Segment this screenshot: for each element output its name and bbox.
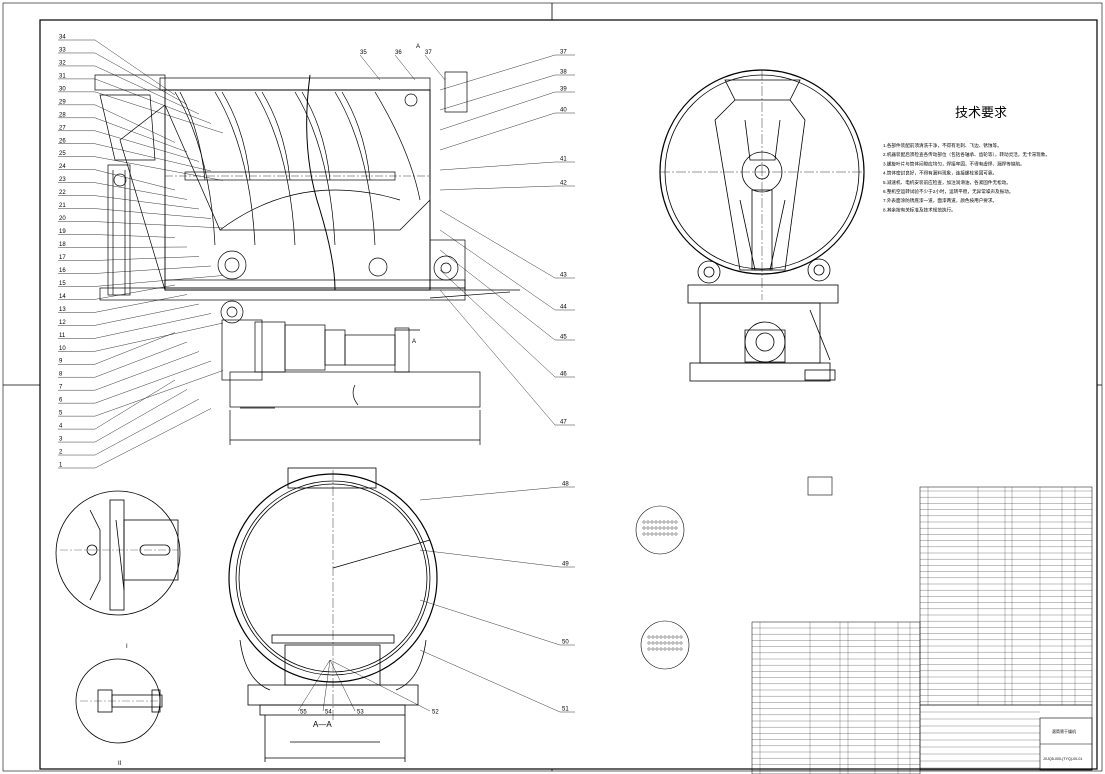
section-a-a (228, 467, 438, 762)
part-number-label: 1 (59, 463, 63, 469)
drawing-number: JXJQ5-000-(TYQ)-00-01 (1043, 757, 1082, 761)
detail-view-1 (55, 490, 181, 616)
part-number-label: 54 (325, 710, 332, 716)
drawing-name: 滚筒筛干燥机 (1052, 728, 1076, 734)
bottom-leaders (297, 486, 575, 713)
part-number-label: 44 (560, 305, 567, 311)
part-number-label: 25 (59, 151, 66, 157)
tech-requirements-list: 1.各部件装配前须清洗干净，不得有毛刺、飞边、锈蚀等。 2.机器装配后须检查各传动… (883, 142, 1050, 213)
part-number-label: 10 (59, 346, 66, 352)
part-number-label: 3 (59, 437, 63, 443)
part-number-label: 13 (59, 307, 66, 313)
part-number-label: 46 (560, 372, 567, 378)
part-number-label: 52 (432, 710, 439, 716)
tech-note-line: 8.其余按有关标准及技术规范执行。 (883, 206, 956, 213)
part-number-label: 4 (59, 424, 63, 430)
part-number-label: 34 (59, 35, 66, 41)
front-view (94, 71, 520, 445)
section-marker-top: A (416, 44, 420, 50)
part-number-label: 48 (562, 482, 569, 488)
hole-dots (642, 520, 683, 651)
part-number-label: 27 (59, 125, 66, 131)
part-number-label: 43 (560, 273, 567, 279)
part-number-label: 20 (59, 216, 66, 222)
centering-marks (3, 3, 1102, 771)
part-number-label: 19 (59, 229, 66, 235)
part-number-label: 29 (59, 99, 66, 105)
part-number-label: 23 (59, 177, 66, 183)
detail-marker-2: II (118, 761, 122, 767)
part-number-label: 45 (560, 335, 567, 341)
part-number-label: 7 (59, 385, 63, 391)
part-number-label: 18 (59, 242, 66, 248)
part-number-label: 28 (59, 112, 66, 118)
detail-marker-1: I (126, 644, 128, 650)
right-leaders (439, 54, 575, 426)
part-number-label: 9 (59, 359, 63, 365)
part-number-label: 35 (360, 50, 367, 56)
tech-note-line: 2.机器装配后须检查各传动部位（包括各轴承、齿轮等），转动灵活，无卡滞现象。 (883, 151, 1050, 158)
part-number-label: 12 (59, 320, 66, 326)
tech-note-line: 6.整机空运转试验不少于2小时，运转平稳，无异常噪声及振动。 (883, 188, 1013, 195)
part-number-label: 51 (562, 707, 569, 713)
part-number-label: 38 (560, 70, 567, 76)
tech-requirements-title: 技术要求 (955, 106, 1007, 121)
part-number-label: 39 (560, 87, 567, 93)
side-view (659, 69, 865, 382)
part-number-label: 53 (357, 710, 364, 716)
tech-note-line: 5.减速机、电机安装前应检查，加注润滑油，各紧固件无松动。 (883, 179, 1011, 186)
tech-note-line: 7.外表面涂防锈底漆一道，面漆两道，颜色按用户要求。 (883, 197, 997, 204)
top-leaders (359, 54, 446, 81)
part-number-label: 49 (562, 562, 569, 568)
tech-note-line: 4.筒体密封良好，不得有漏料现象，连接螺栓紧固可靠。 (883, 170, 997, 177)
part-number-label: 40 (560, 108, 567, 114)
part-number-label: 50 (562, 640, 569, 646)
part-number-label: 47 (560, 420, 567, 426)
part-number-label: 31 (59, 73, 66, 79)
part-number-label: 6 (59, 398, 63, 404)
parts-list-table (751, 486, 1093, 774)
part-number-label: 37 (560, 50, 567, 56)
part-number-label: 36 (395, 50, 402, 56)
tech-note-line: 1.各部件装配前须清洗干净，不得有毛刺、飞边、锈蚀等。 (883, 142, 1002, 149)
part-number-label: 15 (59, 281, 66, 287)
parts-list-rows (752, 487, 1092, 774)
left-leaders (58, 39, 224, 469)
part-number-label: 5 (59, 411, 63, 417)
section-marker-bottom: A (412, 339, 416, 345)
part-number-label: 41 (560, 157, 567, 163)
part-number-label: 24 (59, 164, 66, 170)
part-number-label: 11 (59, 333, 66, 339)
part-number-label: 14 (59, 294, 66, 300)
part-number-label: 30 (59, 86, 66, 92)
part-number-label: 26 (59, 138, 66, 144)
section-label: A—A (313, 720, 332, 729)
part-number-label: 33 (59, 47, 66, 53)
part-number-label: 55 (300, 710, 307, 716)
part-number-label: 16 (59, 268, 66, 274)
part-number-label: 2 (59, 450, 63, 456)
part-number-label: 32 (59, 60, 66, 66)
hole-pattern-views (635, 476, 833, 670)
tech-note-line: 3.螺旋叶片与筒体间隙应均匀，焊接牢固，不得有虚焊、漏焊等缺陷。 (883, 160, 1025, 167)
part-number-label: 21 (59, 203, 66, 209)
drawing-frame (39, 19, 1098, 770)
part-number-label: 42 (560, 181, 567, 187)
part-number-label: 37 (425, 50, 432, 56)
part-number-label: 8 (59, 372, 63, 378)
part-number-label: 17 (59, 255, 66, 261)
detail-view-2 (75, 658, 163, 744)
part-number-label: 22 (59, 190, 66, 196)
title-block (1039, 717, 1093, 771)
